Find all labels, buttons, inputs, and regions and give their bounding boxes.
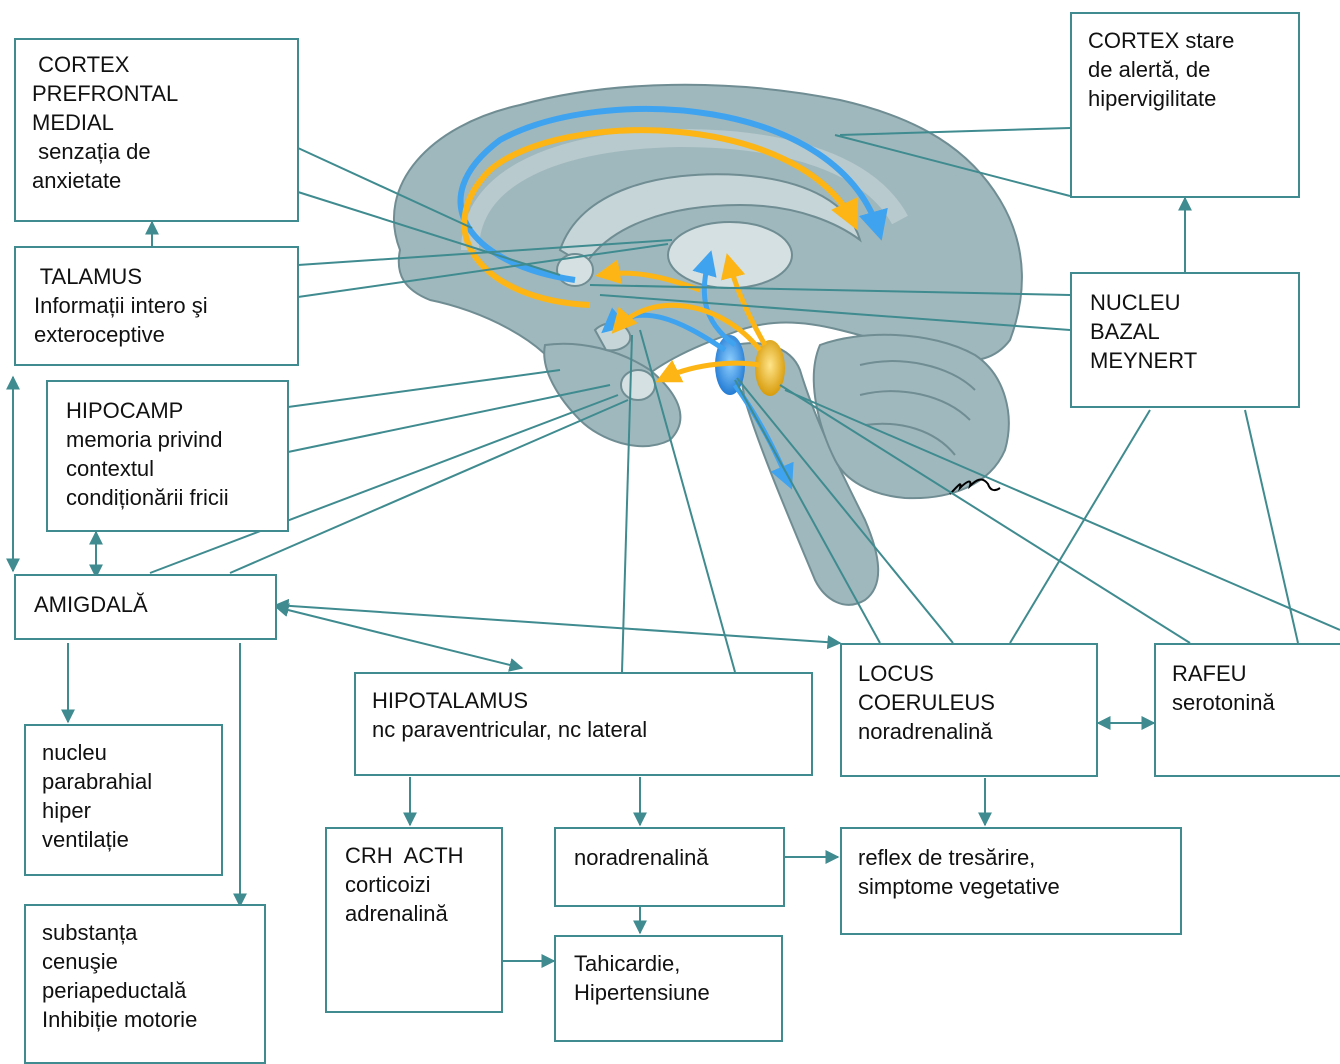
hipocamp-box: HIPOCAMP memoria privind contextul condi…	[46, 380, 289, 532]
brainstem-shape	[733, 342, 880, 606]
text-line: HIPOCAMP	[66, 398, 184, 423]
amigdala-box: AMIGDALĂ	[14, 574, 277, 640]
text-line: contextul	[66, 456, 155, 481]
link-hipocamp-a	[287, 369, 561, 408]
link-locus-a	[734, 379, 881, 644]
link-amigdala-b	[229, 399, 629, 574]
text-line: condiționării fricii	[66, 485, 229, 510]
text-line: noradrenalină	[574, 845, 709, 870]
arrow-amigdala-hipotalamus	[274, 603, 524, 672]
text-line: HIPOTALAMUS	[372, 688, 529, 713]
text-line: cenuşie	[42, 949, 118, 974]
yellow-thalamic-pathway	[720, 253, 768, 347]
text-line: nucleu	[42, 740, 107, 765]
link-locus-meynert	[1009, 409, 1151, 644]
yellow-anterior-pathway	[611, 302, 762, 352]
text-line: LOCUS	[858, 661, 934, 686]
tahicardie-box: Tahicardie, Hipertensiune	[554, 935, 783, 1042]
link-rafeu-a	[779, 384, 1191, 644]
connector-lines	[149, 127, 1340, 673]
text-line: AMIGDALĂ	[34, 592, 148, 617]
link-rafeu-b	[784, 389, 1340, 631]
yellow-amygdala-pathway	[655, 359, 761, 383]
crh-acth-box: CRH ACTH corticoizi adrenalină	[325, 827, 503, 1013]
text-line: substanța	[42, 920, 138, 945]
text-line: RAFEU	[1172, 661, 1247, 686]
text-line: MEDIAL	[32, 110, 114, 135]
link-cortex-alerta-b	[834, 134, 1071, 197]
text-line: CORTEX stare	[1088, 28, 1235, 53]
text-line: Tahicardie,	[574, 951, 681, 976]
text-line: simptome vegetative	[858, 874, 1060, 899]
text-line: Informații intero şi	[34, 293, 208, 318]
raphe-nucleus	[755, 340, 785, 396]
text-line: memoria privind	[66, 427, 223, 452]
nucleu-parabrahial-box: nucleu parabrahial hiper ventilație	[24, 724, 223, 876]
substanta-cenusie-box: substanța cenuşie periapeductală Inhibiț…	[24, 904, 266, 1064]
text-line: senzația de	[32, 139, 151, 164]
hipotalamus-box: HIPOTALAMUS nc paraventricular, nc later…	[354, 672, 813, 776]
text-line: ventilație	[42, 827, 129, 852]
text-line: hipervigilitate	[1088, 86, 1217, 111]
arrow-amigdala-locus	[274, 598, 842, 650]
text-line: COERULEUS	[858, 690, 995, 715]
text-line: TALAMUS	[34, 264, 142, 289]
link-meynert-a	[589, 284, 1071, 296]
rafeu-box: RAFEU serotonină	[1154, 643, 1340, 777]
amygdala-knob	[620, 369, 656, 401]
link-meynert-b	[599, 294, 1071, 331]
cortex-alerta-box: CORTEX stare de alertă, de hipervigilita…	[1070, 12, 1300, 198]
link-talamus-a	[297, 239, 673, 266]
text-line: Inhibiție motorie	[42, 1007, 198, 1032]
text-line: PREFRONTAL	[32, 81, 179, 106]
text-line: NUCLEU	[1090, 290, 1181, 315]
text-line: periapeductală	[42, 978, 187, 1003]
reflex-tresarire-box: reflex de tresărire, simptome vegetative	[840, 827, 1182, 935]
link-cortex-alerta-a	[839, 127, 1071, 136]
text-line: anxietate	[32, 168, 122, 193]
text-line: reflex de tresărire,	[858, 845, 1036, 870]
blue-cortical-pathway	[457, 105, 888, 283]
text-line: exteroceptive	[34, 322, 165, 347]
text-line: adrenalină	[345, 901, 448, 926]
text-line: hiper	[42, 798, 91, 823]
text-line: CRH ACTH	[345, 843, 464, 868]
text-line: BAZAL	[1090, 319, 1160, 344]
yellow-cortical-pathway	[461, 127, 859, 308]
link-rafeu-meynert	[1244, 409, 1299, 644]
talamus-box: TALAMUS Informații intero şi exterocepti…	[14, 246, 299, 366]
text-line: de alertă, de	[1088, 57, 1211, 82]
brain-illustration	[393, 83, 1023, 606]
text-line: serotonină	[1172, 690, 1275, 715]
noradrenalina-box: noradrenalină	[554, 827, 785, 907]
cerebellum-folia	[859, 360, 976, 456]
thalamus-oval	[667, 221, 793, 289]
link-cortex-prefrontal-b	[297, 191, 561, 276]
nucleu-meynert-box: NUCLEU BAZAL MEYNERT	[1070, 272, 1300, 408]
flow-arrows	[6, 196, 1192, 968]
cingulate-band	[461, 128, 908, 251]
ink-scribble	[949, 478, 1001, 495]
text-line: corticoizi	[345, 872, 431, 897]
link-locus-b	[736, 377, 954, 644]
link-talamus-b	[297, 243, 669, 298]
text-line: Hipertensiune	[574, 980, 710, 1005]
link-hipocamp-b	[287, 384, 611, 453]
cerebellum-shape	[812, 333, 1010, 500]
link-cortex-prefrontal-a	[297, 147, 473, 229]
cortex-prefrontal-box: CORTEX PREFRONTAL MEDIAL senzația de anx…	[14, 38, 299, 222]
link-amigdala-a	[149, 394, 619, 574]
text-line: parabrahial	[42, 769, 153, 794]
yellow-thalamus-link	[595, 259, 701, 293]
text-line: MEYNERT	[1090, 348, 1198, 373]
text-line: nc paraventricular, nc lateral	[372, 717, 648, 742]
locus-coeruleus-box: LOCUS COERULEUS noradrenalină	[840, 643, 1098, 777]
text-line: CORTEX	[32, 52, 130, 77]
text-line: noradrenalină	[858, 719, 993, 744]
